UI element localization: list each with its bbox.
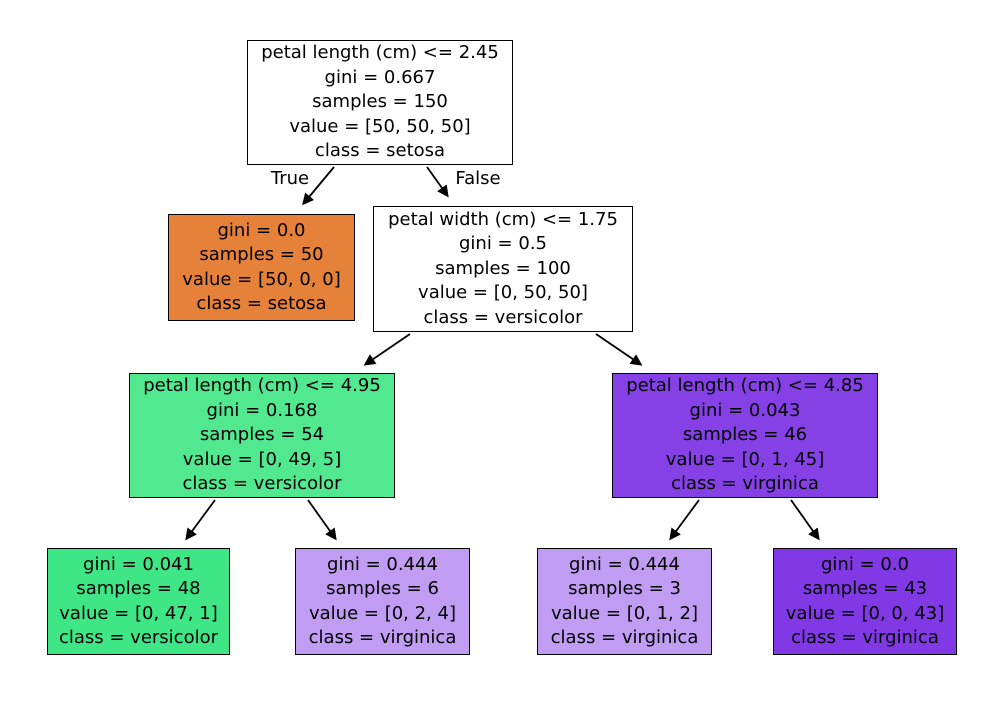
tree-node-petal-width: petal width (cm) <= 1.75 gini = 0.5 samp… [373, 206, 633, 332]
node-gini: gini = 0.5 [459, 233, 547, 255]
node-value: value = [0, 1, 2] [551, 602, 698, 624]
node-samples: samples = 43 [802, 578, 928, 599]
node-value: value = [0, 0, 43] [785, 602, 945, 624]
edge-label-true: True [270, 168, 310, 189]
node-gini: gini = 0.0 [217, 219, 306, 241]
node-value: value = [0, 1, 45] [665, 448, 825, 470]
node-samples: samples = 46 [682, 424, 808, 446]
tree-node-virginica: petal length (cm) <= 4.85 gini = 0.043 s… [612, 373, 878, 498]
node-value: value = [0, 49, 5] [182, 448, 342, 470]
edge-versicolor-to-leaf-versicolor [185, 499, 216, 541]
tree-leaf-virginica-dark: gini = 0.0 samples = 43 value = [0, 0, 4… [773, 548, 957, 655]
tree-node-setosa-leaf: gini = 0.0 samples = 50 value = [50, 0, … [168, 214, 355, 321]
tree-node-versicolor: petal length (cm) <= 4.95 gini = 0.168 s… [129, 373, 395, 498]
node-class: class = virginica [671, 473, 819, 495]
tree-node-root: petal length (cm) <= 2.45 gini = 0.667 s… [247, 40, 513, 165]
node-value: value = [50, 0, 0] [182, 268, 341, 290]
node-gini: gini = 0.043 [689, 399, 801, 421]
node-gini: gini = 0.168 [206, 399, 318, 421]
node-gini: gini = 0.444 [569, 553, 680, 575]
tree-leaf-virginica-light-2: gini = 0.444 samples = 3 value = [0, 1, … [537, 548, 712, 655]
edge-petal-width-to-versicolor-node [363, 333, 411, 366]
node-split-condition: petal length (cm) <= 4.95 [143, 375, 381, 397]
node-value: value = [50, 50, 50] [289, 115, 471, 137]
edge-label-false: False [455, 168, 501, 189]
node-samples: samples = 3 [568, 578, 681, 599]
node-class: class = versicolor [182, 473, 342, 495]
edge-virginica-to-leaf-virginica-dark [790, 499, 820, 541]
node-value: value = [0, 50, 50] [418, 282, 588, 304]
node-class: class = setosa [196, 293, 327, 314]
node-samples: samples = 150 [312, 91, 448, 113]
edge-petal-width-to-virginica-node [595, 333, 643, 366]
node-samples: samples = 54 [199, 424, 325, 446]
node-class: class = virginica [308, 627, 457, 648]
node-gini: gini = 0.041 [83, 553, 194, 575]
node-value: value = [0, 47, 1] [59, 602, 218, 624]
node-samples: samples = 48 [76, 578, 201, 599]
node-split-condition: petal width (cm) <= 1.75 [388, 208, 618, 230]
node-value: value = [0, 2, 4] [309, 602, 456, 624]
node-samples: samples = 50 [199, 244, 324, 265]
node-class: class = virginica [791, 627, 939, 648]
node-split-condition: petal length (cm) <= 2.45 [261, 42, 499, 64]
edge-root-to-setosa-leaf [302, 166, 335, 206]
node-class: class = setosa [314, 140, 446, 162]
node-class: class = virginica [550, 627, 699, 648]
node-class: class = versicolor [58, 627, 219, 648]
node-gini: gini = 0.444 [327, 553, 438, 575]
node-samples: samples = 6 [326, 578, 439, 599]
node-gini: gini = 0.667 [324, 66, 436, 88]
node-samples: samples = 100 [435, 257, 571, 279]
edge-virginica-to-leaf-virginica-light-2 [669, 499, 700, 541]
node-gini: gini = 0.0 [821, 553, 909, 575]
edge-root-to-petal-width-node [426, 166, 449, 198]
tree-leaf-versicolor: gini = 0.041 samples = 48 value = [0, 47… [47, 548, 230, 655]
node-class: class = versicolor [423, 306, 583, 328]
node-split-condition: petal length (cm) <= 4.85 [626, 375, 864, 397]
tree-leaf-virginica-light-1: gini = 0.444 samples = 6 value = [0, 2, … [295, 548, 470, 655]
edge-versicolor-to-leaf-virginica-light-1 [307, 499, 337, 541]
